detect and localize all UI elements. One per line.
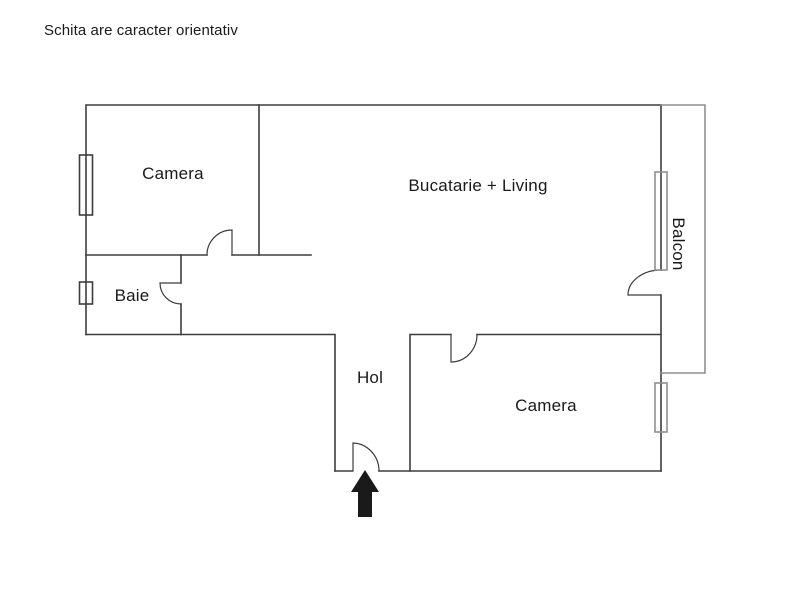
window-symbols [78,154,94,305]
room-label-baie: Baie [114,286,150,305]
camera2-door-arc [450,333,478,363]
wall-lines [85,104,662,472]
baie-door-arc [159,282,182,305]
balcony-window [654,171,668,271]
room-label-bucatarie-living: Bucatarie + Living [408,176,548,195]
camera2-window [654,382,668,433]
room-label-balcon: Balcon [669,217,688,271]
entrance-arrow-icon [351,470,379,517]
balcony-outline [654,104,706,433]
room-label-camera-bottom: Camera [515,396,577,415]
outer-wall-top-left [85,104,662,336]
room-label-hol: Hol [356,368,384,387]
baie-bottom-hol-left-wall [85,333,336,472]
camera1-window [78,154,94,216]
entrance-door-arc [352,442,380,472]
balcony-outer-wall [660,104,706,374]
hol-right-wall [409,333,452,472]
disclaimer-title: Schita are caracter orientativ [44,22,238,39]
room-label-camera-top: Camera [142,164,204,183]
camera1-door-arc [206,229,233,256]
baie-window [78,281,94,305]
balcony-door-arc [627,269,662,296]
